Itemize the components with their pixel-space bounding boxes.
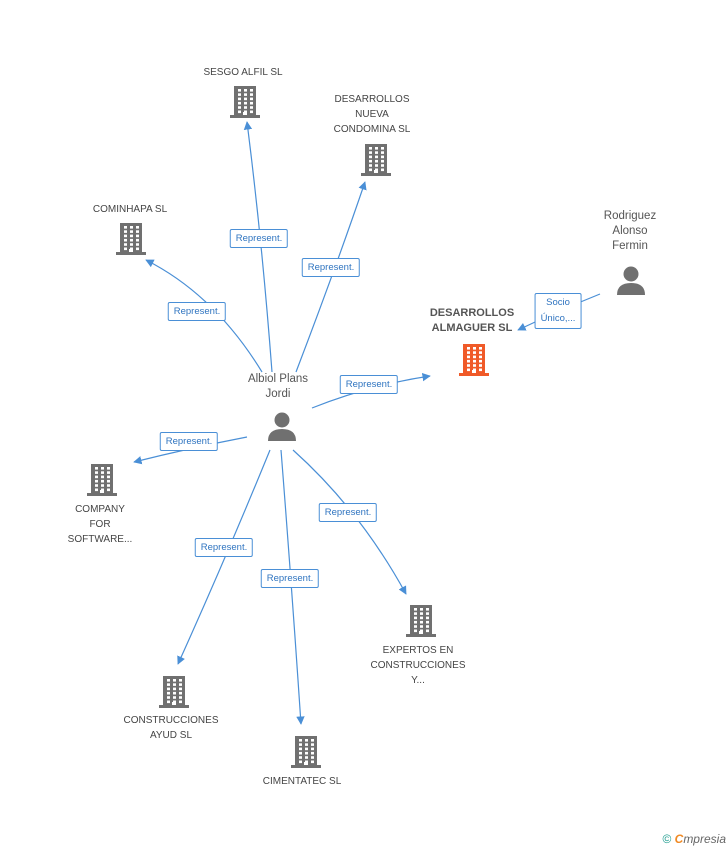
edge-label-line: Único,...	[540, 313, 576, 324]
label-line: CONSTRUCCIONES	[123, 715, 219, 726]
edge-label-almaguer[interactable]: Represent.	[339, 375, 399, 394]
person-icon[interactable]	[268, 412, 296, 442]
label-line: AYUD SL	[149, 730, 193, 741]
brand-initial: C	[674, 832, 684, 846]
edge-label-socio[interactable]: Socio Único,...	[534, 293, 582, 329]
edge-label-line: Socio	[546, 297, 570, 308]
edge-label-ayud[interactable]: Represent.	[194, 538, 254, 557]
building-icon[interactable]	[459, 344, 489, 376]
edge-lines	[133, 121, 601, 725]
node-label-cominhapa[interactable]: COMINHAPA SL	[93, 202, 167, 217]
node-label-ayud[interactable]: CONSTRUCCIONES AYUD SL	[123, 713, 218, 743]
label-line: DESARROLLOS	[429, 307, 515, 319]
label-line: EXPERTOS EN	[382, 645, 454, 656]
edge-label-company[interactable]: Represent.	[159, 432, 219, 451]
label-line: Jordi	[265, 388, 291, 400]
edge-label-cominhapa[interactable]: Represent.	[167, 302, 227, 321]
edge-line-ayud	[177, 449, 271, 665]
building-icon[interactable]	[406, 605, 436, 637]
node-label-rodriguez[interactable]: Rodriguez Alonso Fermin	[604, 209, 656, 254]
node-label-albiol[interactable]: Albiol Plans Jordi	[248, 372, 308, 402]
node-label-expertos[interactable]: EXPERTOS EN CONSTRUCCIONES Y...	[370, 643, 465, 688]
building-icon[interactable]	[291, 736, 321, 768]
label-line: Albiol Plans	[247, 373, 309, 385]
edge-line-nueva	[295, 181, 367, 373]
label-line: DESARROLLOS	[334, 94, 410, 105]
label-line: Rodriguez	[603, 210, 657, 222]
building-icon[interactable]	[116, 223, 146, 255]
edge-label-expertos[interactable]: Represent.	[318, 503, 378, 522]
label-line: CIMENTATEC SL	[262, 776, 342, 787]
building-icon[interactable]	[230, 86, 260, 118]
label-line: FOR	[89, 519, 111, 530]
label-line: SOFTWARE...	[67, 534, 133, 545]
edge-label-nueva[interactable]: Represent.	[301, 258, 361, 277]
building-icon[interactable]	[159, 676, 189, 708]
copyright-symbol: ©	[662, 832, 672, 846]
label-line: CONSTRUCCIONES	[370, 660, 466, 671]
node-label-almaguer[interactable]: DESARROLLOS ALMAGUER SL	[430, 306, 514, 336]
node-label-sesgo[interactable]: SESGO ALFIL SL	[203, 65, 282, 80]
node-label-company[interactable]: COMPANY FOR SOFTWARE...	[68, 502, 133, 547]
edge-line-cimentatec	[280, 449, 305, 725]
label-line: Alonso	[612, 225, 648, 237]
label-line: COMINHAPA SL	[92, 204, 168, 215]
building-icon[interactable]	[361, 144, 391, 176]
label-line: Y...	[411, 675, 425, 686]
node-label-cimentatec[interactable]: CIMENTATEC SL	[263, 774, 342, 789]
edge-label-sesgo[interactable]: Represent.	[229, 229, 289, 248]
building-icon[interactable]	[87, 464, 117, 496]
node-label-nueva[interactable]: DESARROLLOS NUEVA CONDOMINA SL	[334, 92, 411, 137]
label-line: Fermin	[612, 240, 648, 252]
brand-name: mpresia	[683, 832, 726, 846]
person-icon[interactable]	[617, 266, 645, 296]
brand-footer[interactable]: © Cmpresia	[662, 832, 726, 846]
edge-label-cimentatec[interactable]: Represent.	[260, 569, 320, 588]
label-line: CONDOMINA SL	[333, 124, 411, 135]
label-line: COMPANY	[75, 504, 125, 515]
label-line: SESGO ALFIL SL	[203, 67, 283, 78]
label-line: NUEVA	[355, 109, 389, 120]
label-line: ALMAGUER SL	[431, 322, 513, 334]
